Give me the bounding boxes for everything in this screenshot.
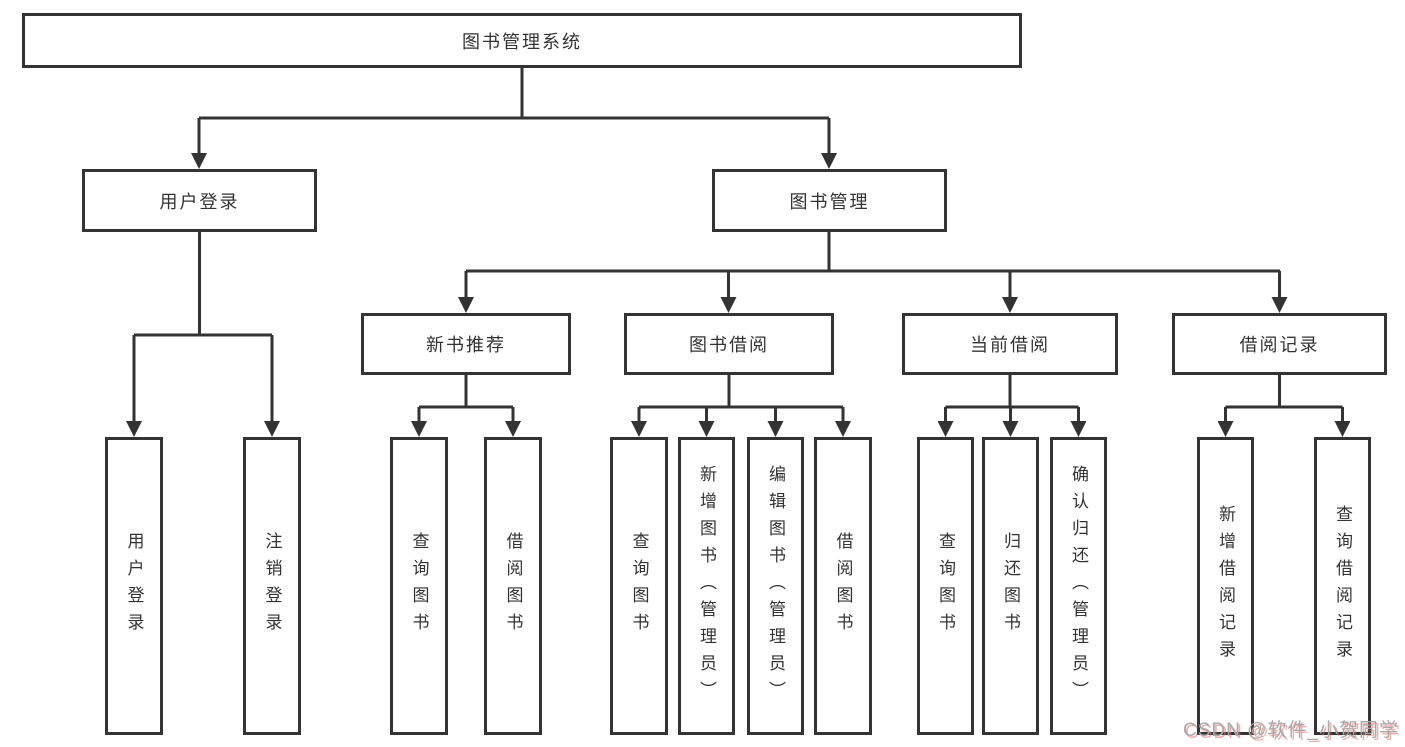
node-new-book-recommendation: 新书推荐 [361,313,571,375]
leaf-logout: 注销登录 [243,437,301,735]
leaf-label: 借阅图书 [503,532,523,640]
node-borrowing-records: 借阅记录 [1172,313,1387,375]
leaf-add-books-admin: 新增图书（管理员） [678,437,735,735]
arrowhead-icons [126,153,1351,437]
node-label: 图书管理 [789,191,870,212]
leaf-query-books-borrow: 查询图书 [610,437,668,735]
leaf-confirm-return-admin: 确认归还（管理员） [1050,437,1107,735]
leaf-label: 注销登录 [262,532,282,640]
leaf-label: 查询图书 [409,532,429,640]
leaf-label: 确认归还（管理员） [1069,464,1088,708]
leaf-label: 新增借阅记录 [1216,505,1235,667]
leaf-borrow-books-recommend: 借阅图书 [484,437,542,735]
node-book-management: 图书管理 [712,169,947,232]
leaf-label: 归还图书 [1001,532,1020,640]
leaf-user-login: 用户登录 [105,437,163,735]
leaf-return-books: 归还图书 [982,437,1039,735]
leaf-query-books-recommend: 查询图书 [390,437,448,735]
node-label: 当前借阅 [970,335,1050,355]
node-book-borrowing: 图书借阅 [624,313,834,375]
leaf-label: 编辑图书（管理员） [766,464,785,708]
leaf-query-borrow-record: 查询借阅记录 [1314,437,1371,735]
leaf-query-books-current: 查询图书 [917,437,974,735]
leaf-edit-books-admin: 编辑图书（管理员） [747,437,804,735]
node-user-login-branch: 用户登录 [82,169,317,232]
leaf-label: 新增图书（管理员） [697,464,716,708]
leaf-label: 用户登录 [124,532,144,640]
node-label: 图书管理系统 [462,31,582,52]
node-label: 借阅记录 [1239,335,1320,355]
csdn-watermark: CSDN @软件_小贺同学 [1183,720,1399,741]
leaf-borrow-books: 借阅图书 [814,437,872,735]
leaf-add-borrow-record: 新增借阅记录 [1197,437,1254,735]
leaf-label: 查询借阅记录 [1333,505,1352,667]
node-label: 用户登录 [159,191,240,212]
node-label: 图书借阅 [689,335,769,355]
node-library-management-system: 图书管理系统 [22,13,1022,68]
leaf-label: 借阅图书 [833,532,853,640]
node-current-borrowing: 当前借阅 [902,313,1118,375]
node-label: 新书推荐 [426,335,506,355]
leaf-label: 查询图书 [629,532,649,640]
leaf-label: 查询图书 [936,532,955,640]
